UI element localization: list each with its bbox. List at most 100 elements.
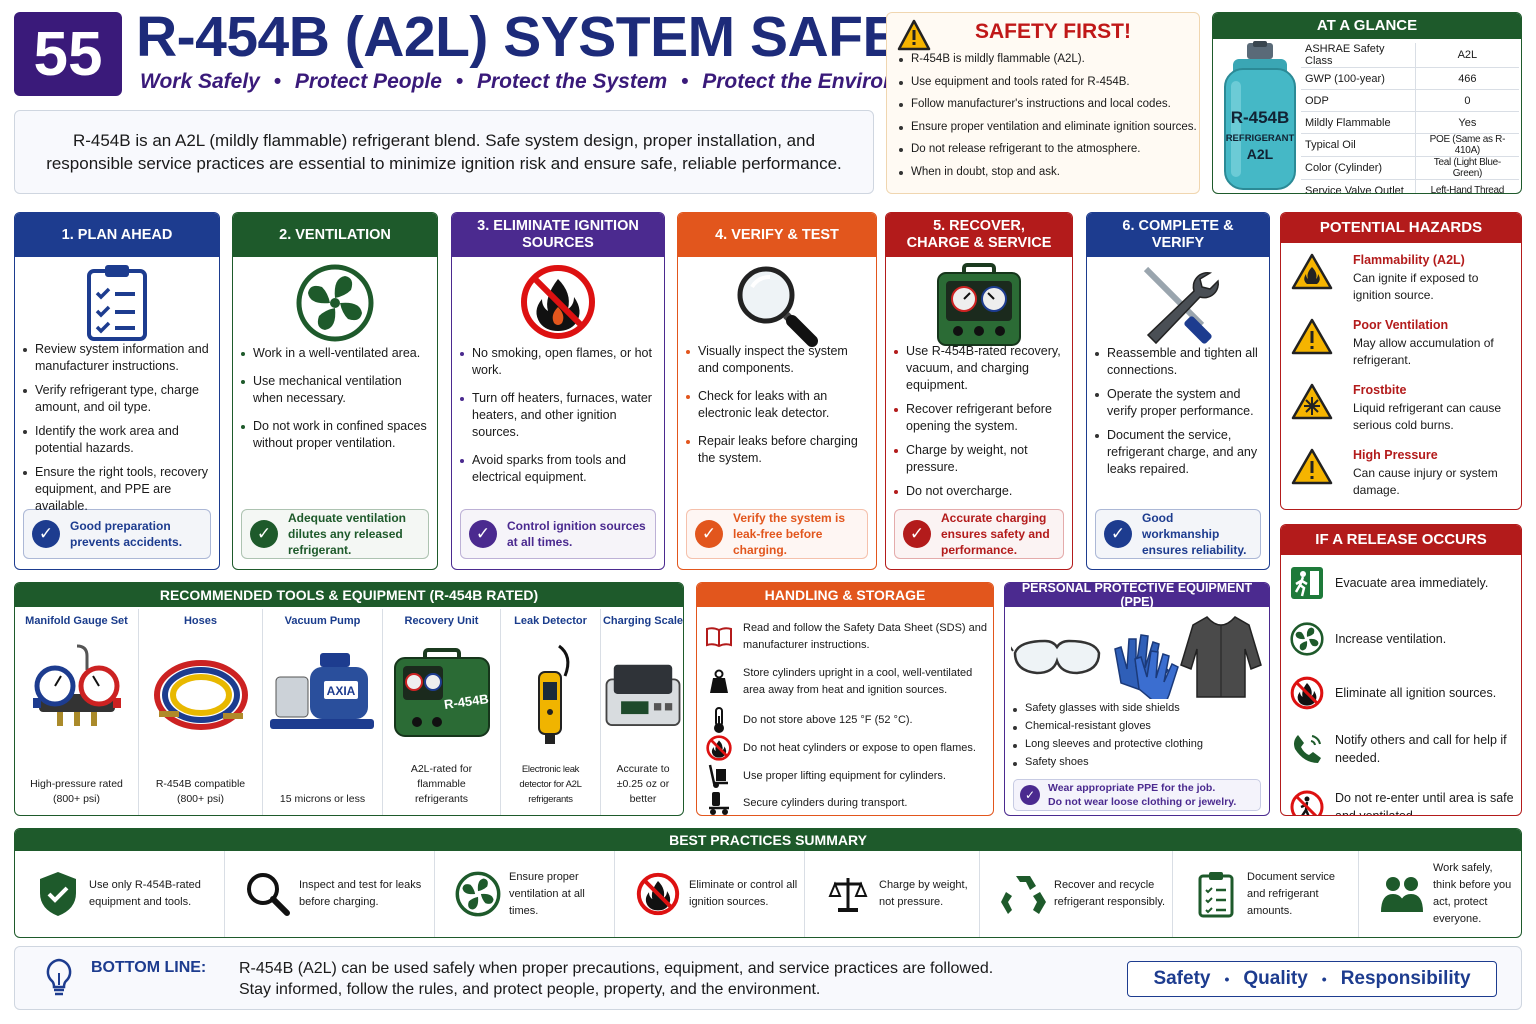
- ppe-illustration: [1011, 616, 1262, 699]
- refrigerant-cylinder-icon: R-454B REFRIGERANT A2L: [1224, 41, 1296, 190]
- ppe-item: Safety glasses with side shields: [1011, 701, 1261, 715]
- release-text: Do not re-enter until area is safe and v…: [1335, 791, 1514, 816]
- hazard-title: Poor Ventilation: [1353, 318, 1449, 332]
- hazard-title: Frostbite: [1353, 383, 1407, 397]
- step-note-text: Verify the system is leak-free before ch…: [733, 511, 846, 557]
- storage-icon-wrap: [703, 790, 735, 815]
- bottom-line-panel: BOTTOM LINE: R-454B (A2L) can be used sa…: [14, 946, 1522, 1010]
- best-practice-item: Charge by weight, not pressure.: [805, 851, 980, 937]
- vacuum-pump-icon: AXIA: [269, 653, 374, 729]
- release-header: IF A RELEASE OCCURS: [1281, 525, 1521, 555]
- at-a-glance-panel: AT A GLANCE R-454B REFRIGERANT A2L ASHRA…: [1212, 12, 1522, 194]
- checkmark-icon: ✓: [903, 520, 931, 548]
- fan-icon: [1290, 622, 1324, 656]
- ppe-panel: PERSONAL PROTECTIVE EQUIPMENT (PPE) Safe…: [1004, 582, 1270, 816]
- protective-clothing-icon: [1180, 616, 1262, 698]
- best-practice-icon-wrap: [33, 870, 83, 918]
- tagline-item: Protect the System: [476, 70, 668, 93]
- storage-icon-wrap: [703, 706, 735, 734]
- storage-item: Use proper lifting equipment for cylinde…: [703, 763, 989, 789]
- ppe-item: Safety shoes: [1011, 755, 1261, 769]
- tagline: Work Safely • Protect People • Protect t…: [140, 70, 947, 93]
- release-item: Increase ventilation.: [1289, 621, 1515, 657]
- step-card-header: 4. VERIFY & TEST: [678, 213, 876, 257]
- hazard-desc: Can cause injury or system damage.: [1353, 466, 1498, 497]
- no-flame-icon: [636, 872, 680, 916]
- no-entry-icon: [1290, 790, 1324, 815]
- recycle-icon: [1001, 876, 1046, 914]
- glance-row: GWP (100-year)466: [1301, 67, 1519, 90]
- safety-first-list: R-454B is mildly flammable (A2L).Use equ…: [897, 51, 1197, 186]
- storage-item: Do not heat cylinders or expose to open …: [703, 735, 989, 761]
- safety-first-item: Use equipment and tools rated for R-454B…: [897, 74, 1197, 91]
- step-bullet-list: Review system information and manufactur…: [21, 341, 213, 522]
- best-practice-text: Eliminate or control all ignition source…: [689, 879, 798, 908]
- storage-text: Read and follow the Safety Data Sheet (S…: [743, 622, 987, 651]
- intro-panel: R-454B is an A2L (mildly flammable) refr…: [14, 110, 874, 194]
- best-practice-text: Work safely, think before you act, prote…: [1433, 862, 1512, 925]
- storage-text: Store cylinders upright in a cool, well-…: [743, 667, 973, 696]
- step-note: ✓ Accurate charging ensures safety and pe…: [894, 509, 1064, 559]
- glance-row: Color (Cylinder)Teal (Light Blue-Green): [1301, 156, 1519, 180]
- step-bullet: Reassemble and tighten all connections.: [1093, 345, 1263, 379]
- step-card-header: 5. RECOVER, CHARGE & SERVICE: [886, 213, 1072, 257]
- step-note-text: Accurate charging ensures safety and per…: [941, 511, 1050, 557]
- step-icon-wrap: [15, 263, 219, 341]
- value-safety: Safety: [1153, 968, 1211, 989]
- safety-first-title: SAFETY FIRST!: [975, 20, 1131, 43]
- glance-value: POE (Same as R-410A): [1414, 133, 1519, 157]
- glance-value: 0: [1414, 89, 1519, 112]
- glance-label: Color (Cylinder): [1301, 156, 1416, 180]
- recovery-unit-icon: R-454B: [393, 648, 490, 737]
- storage-icon-wrap: [703, 669, 735, 695]
- release-item: Do not re-enter until area is safe and v…: [1289, 789, 1515, 816]
- best-practices-panel: BEST PRACTICES SUMMARY Use only R-454B-r…: [14, 828, 1522, 938]
- flammable-warning-icon: [1291, 253, 1333, 290]
- phone-icon: [1294, 735, 1321, 763]
- gloves-icon: [1114, 634, 1179, 699]
- best-practice-icon-wrap: [243, 871, 293, 917]
- value-responsibility: Responsibility: [1340, 968, 1471, 989]
- step-bullet: Document the service, refrigerant charge…: [1093, 427, 1263, 478]
- release-icon-wrap: [1289, 676, 1325, 710]
- step-bullet: Recover refrigerant before opening the s…: [892, 401, 1066, 435]
- best-practice-item: Document service and refrigerant amounts…: [1173, 851, 1359, 937]
- intro-text: R-454B is an A2L (mildly flammable) refr…: [72, 131, 816, 150]
- ppe-header: PERSONAL PROTECTIVE EQUIPMENT (PPE): [1005, 583, 1269, 609]
- step-note: ✓Good workmanship ensures reliability.: [1095, 509, 1261, 559]
- storage-item: Store cylinders upright in a cool, well-…: [703, 659, 989, 705]
- tool-image-wrap: [139, 639, 262, 749]
- weight-icon: [710, 669, 728, 693]
- step-bullet: Avoid sparks from tools and electrical e…: [458, 452, 658, 486]
- release-icon-wrap: [1289, 622, 1325, 656]
- step-note-text: Good workmanship ensures reliability.: [1142, 511, 1247, 557]
- fan-icon: [296, 264, 374, 342]
- step-card-header: 6. COMPLETE & VERIFY: [1087, 213, 1269, 257]
- hazard-desc: Can ignite if exposed to ignition source…: [1353, 271, 1479, 302]
- storage-text: Use proper lifting equipment for cylinde…: [743, 769, 946, 782]
- best-practice-item: Use only R-454B-rated equipment and tool…: [15, 851, 225, 937]
- step-bullet: Review system information and manufactur…: [21, 341, 213, 375]
- recovery-machine-icon: [937, 263, 1021, 346]
- step-card-header: 1. PLAN AHEAD: [15, 213, 219, 257]
- best-practice-text: Ensure proper ventilation at all times.: [509, 870, 585, 917]
- storage-item: Read and follow the Safety Data Sheet (S…: [703, 617, 989, 657]
- svg-text:REFRIGERANT: REFRIGERANT: [1226, 133, 1295, 144]
- step-note: ✓Verify the system is leak-free before c…: [686, 509, 868, 559]
- step-bullet: Charge by weight, not pressure.: [892, 442, 1066, 476]
- storage-text: Do not store above 125 °F (52 °C).: [743, 713, 913, 726]
- best-practice-icon-wrap: [1191, 870, 1241, 918]
- ppe-item: Chemical-resistant gloves: [1011, 719, 1261, 733]
- tools-panel: RECOMMENDED TOOLS & EQUIPMENT (R-454B RA…: [14, 582, 684, 816]
- best-practice-item: Work safely, think before you act, prote…: [1359, 851, 1521, 937]
